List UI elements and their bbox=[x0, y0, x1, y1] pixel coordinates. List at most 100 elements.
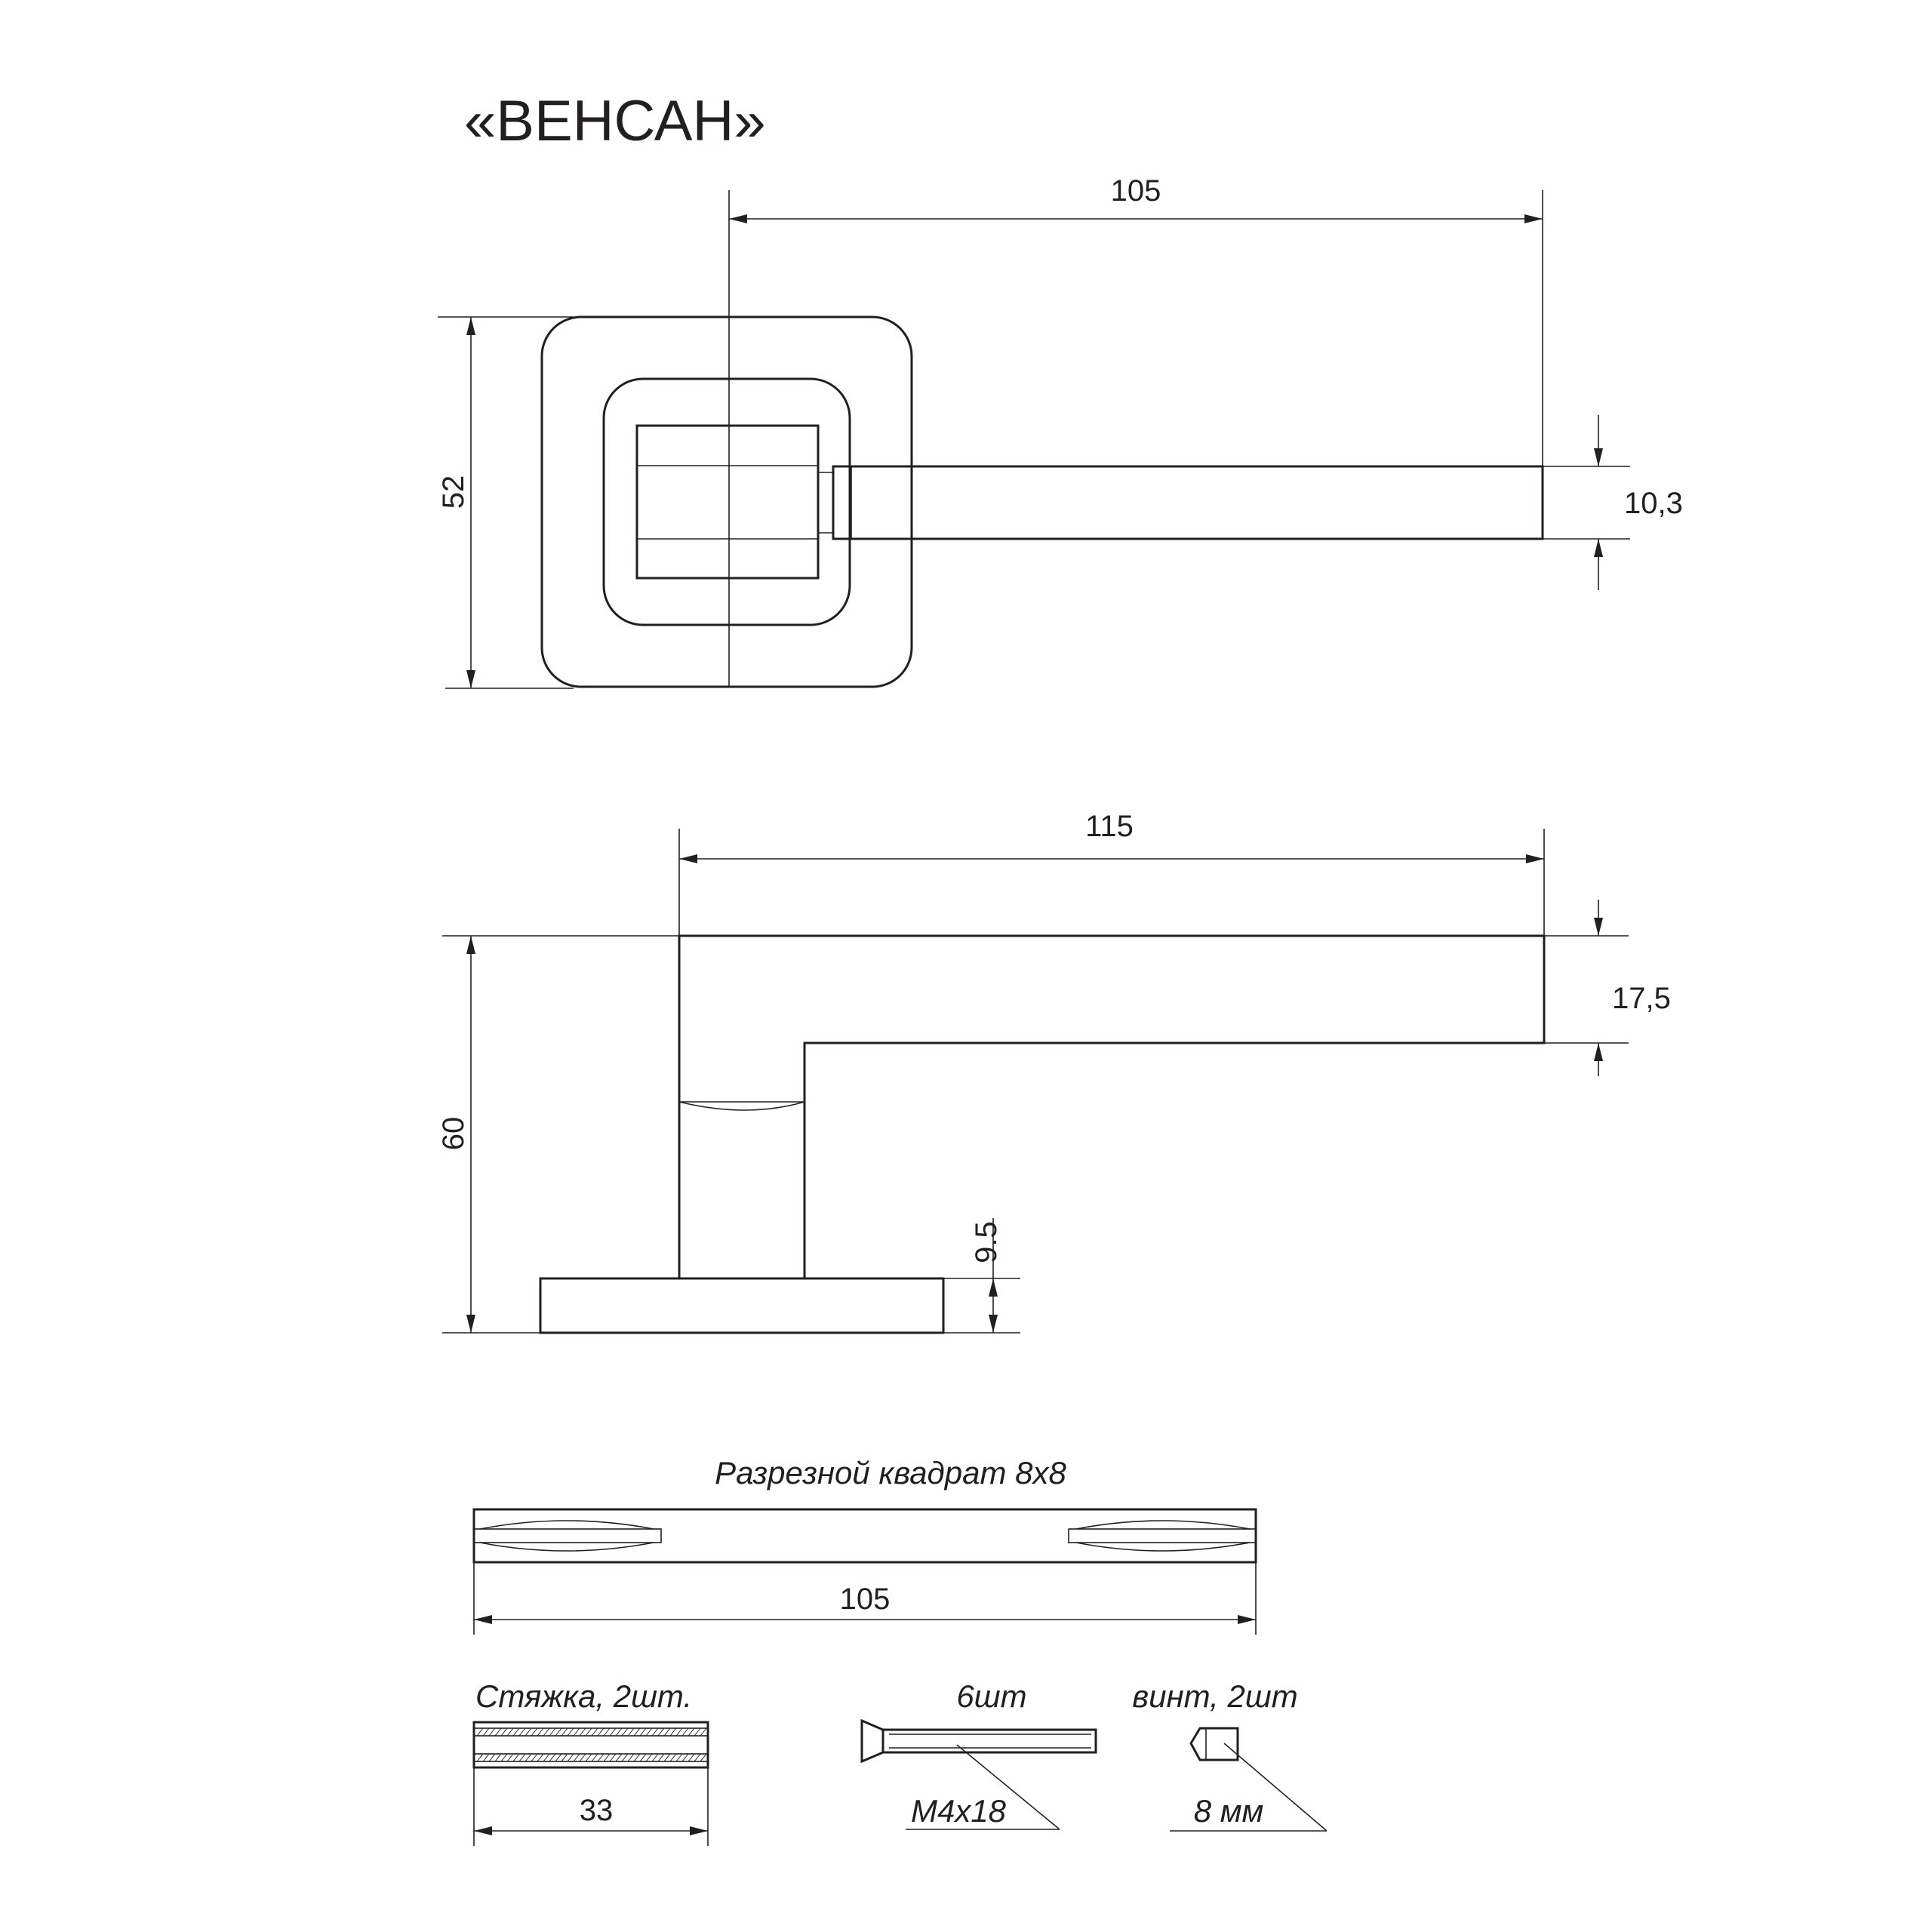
tie-hatch-line bbox=[675, 1727, 683, 1737]
tie-hatch-line bbox=[591, 1753, 598, 1762]
screw-leader bbox=[1223, 1743, 1327, 1832]
tie-hatch-top bbox=[473, 1727, 709, 1737]
tie-hatch-line bbox=[494, 1727, 502, 1737]
dim-9-5-label: 9.5 bbox=[970, 1221, 1003, 1263]
tie-hatch-line bbox=[627, 1753, 635, 1762]
tie-hatch-line bbox=[621, 1753, 629, 1762]
tie-hatch-lines bbox=[476, 1727, 707, 1762]
screw-size-label: 8 мм bbox=[1194, 1793, 1264, 1829]
tie-hatch-line bbox=[597, 1727, 605, 1737]
dim-60-arrow-bottom bbox=[466, 1315, 475, 1333]
handle-neck-square bbox=[635, 424, 820, 580]
tie-dim-arrow-left bbox=[474, 1826, 492, 1835]
tie-hatch-line bbox=[621, 1727, 629, 1737]
tie-hatch-line bbox=[525, 1727, 532, 1737]
tie-hatch-line bbox=[633, 1727, 641, 1737]
tie-hatch-line bbox=[482, 1727, 490, 1737]
spindle: Разрезной квадрат 8х8 105 bbox=[472, 1455, 1257, 1635]
tie-hatch-line bbox=[669, 1753, 677, 1762]
tie-hatch-line bbox=[615, 1753, 623, 1762]
tie-part: Стяжка, 2шт. 33 bbox=[472, 1678, 709, 1846]
bolt-leader bbox=[956, 1744, 1060, 1830]
tie-hatch-line bbox=[543, 1753, 550, 1762]
spindle-dim-arrow-right bbox=[1238, 1615, 1256, 1624]
tie-hatch-line bbox=[663, 1753, 671, 1762]
tie-hatch-line bbox=[657, 1753, 665, 1762]
rosette-outer bbox=[540, 315, 913, 688]
dim-9-5-arrow-bottom bbox=[989, 1315, 998, 1333]
tie-hatch-line bbox=[688, 1727, 695, 1737]
dim-17-5-label: 17,5 bbox=[1612, 982, 1671, 1015]
tie-hatch-line bbox=[488, 1727, 496, 1737]
tie-hatch-line bbox=[525, 1753, 532, 1762]
dim-10-3-arrow-top bbox=[1594, 448, 1603, 466]
dim-60-arrow-top bbox=[466, 936, 475, 954]
tie-hatch-line bbox=[579, 1727, 586, 1737]
tie-hatch-line bbox=[549, 1727, 556, 1737]
tie-hatch-line bbox=[537, 1753, 544, 1762]
tie-hatch-line bbox=[518, 1727, 526, 1737]
tie-dim-arrow-right bbox=[690, 1826, 708, 1835]
screw-label: винт, 2шт bbox=[1132, 1678, 1297, 1714]
tie-label: Стяжка, 2шт. bbox=[475, 1678, 692, 1714]
dim-17-5-arrow-top bbox=[1594, 918, 1603, 936]
spindle-dim-label: 105 bbox=[840, 1583, 891, 1616]
tie-hatch-line bbox=[639, 1727, 647, 1737]
tie-hatch-line bbox=[700, 1753, 707, 1762]
tie-hatch-line bbox=[476, 1753, 484, 1762]
tie-hatch-line bbox=[579, 1753, 586, 1762]
tie-hatch-line bbox=[488, 1753, 496, 1762]
tie-hatch-line bbox=[669, 1727, 677, 1737]
spindle-bar bbox=[472, 1508, 1257, 1564]
screw-part: винт, 2шт 8 мм bbox=[1132, 1678, 1327, 1832]
dim-105-arrow-left bbox=[729, 214, 747, 223]
tie-dim-label: 33 bbox=[580, 1794, 614, 1827]
tie-hatch-line bbox=[609, 1727, 617, 1737]
side-view: 115 60 17,5 9.5 bbox=[437, 810, 1671, 1334]
tie-hatch-line bbox=[573, 1753, 580, 1762]
tie-hatch-line bbox=[688, 1753, 695, 1762]
tie-hatch-line bbox=[700, 1727, 707, 1737]
tie-hatch-line bbox=[567, 1727, 574, 1737]
spindle-dim-arrow-left bbox=[474, 1615, 492, 1624]
bolt-shaft bbox=[881, 1728, 1097, 1754]
tie-hatch-line bbox=[518, 1753, 526, 1762]
tie-hatch-line bbox=[537, 1727, 544, 1737]
tie-body bbox=[472, 1721, 709, 1769]
tie-hatch-line bbox=[675, 1753, 683, 1762]
spindle-label: Разрезной квадрат 8х8 bbox=[715, 1455, 1066, 1491]
tie-hatch-line bbox=[633, 1753, 641, 1762]
dim-105-label: 105 bbox=[1111, 174, 1161, 208]
dim-115-arrow-left bbox=[679, 854, 697, 863]
bolt-head bbox=[860, 1718, 884, 1764]
bolt-size-label: M4x18 bbox=[911, 1793, 1007, 1829]
dim-10-3-label: 10,3 bbox=[1624, 487, 1683, 520]
tie-hatch-line bbox=[567, 1753, 574, 1762]
tie-hatch-line bbox=[561, 1727, 568, 1737]
dim-115-label: 115 bbox=[1085, 810, 1134, 843]
tie-hatch-line bbox=[506, 1727, 514, 1737]
tie-hatch-line bbox=[603, 1727, 611, 1737]
dim-60-label: 60 bbox=[437, 1117, 470, 1151]
bolt-part: 6шт M4x18 bbox=[860, 1678, 1097, 1830]
dim-52-label: 52 bbox=[437, 475, 470, 509]
tie-hatch-line bbox=[555, 1727, 562, 1737]
tie-hatch-line bbox=[512, 1753, 520, 1762]
tie-hatch-line bbox=[549, 1753, 556, 1762]
tie-hatch-line bbox=[663, 1727, 671, 1737]
drawing-title: «ВЕНСАН» bbox=[464, 89, 766, 153]
tie-hatch-line bbox=[476, 1727, 484, 1737]
tie-hatch-line bbox=[555, 1753, 562, 1762]
tie-hatch-line bbox=[603, 1753, 611, 1762]
tie-hatch-line bbox=[543, 1727, 550, 1737]
base-plate bbox=[539, 1277, 945, 1334]
tie-hatch-line bbox=[597, 1753, 605, 1762]
tie-hatch-line bbox=[657, 1727, 665, 1737]
dim-10-3-arrow-bottom bbox=[1594, 539, 1603, 557]
rosette-inner bbox=[602, 377, 851, 626]
tie-hatch-line bbox=[615, 1727, 623, 1737]
tie-hatch-line bbox=[573, 1727, 580, 1737]
tie-hatch-line bbox=[531, 1727, 538, 1737]
tie-hatch-line bbox=[681, 1753, 689, 1762]
